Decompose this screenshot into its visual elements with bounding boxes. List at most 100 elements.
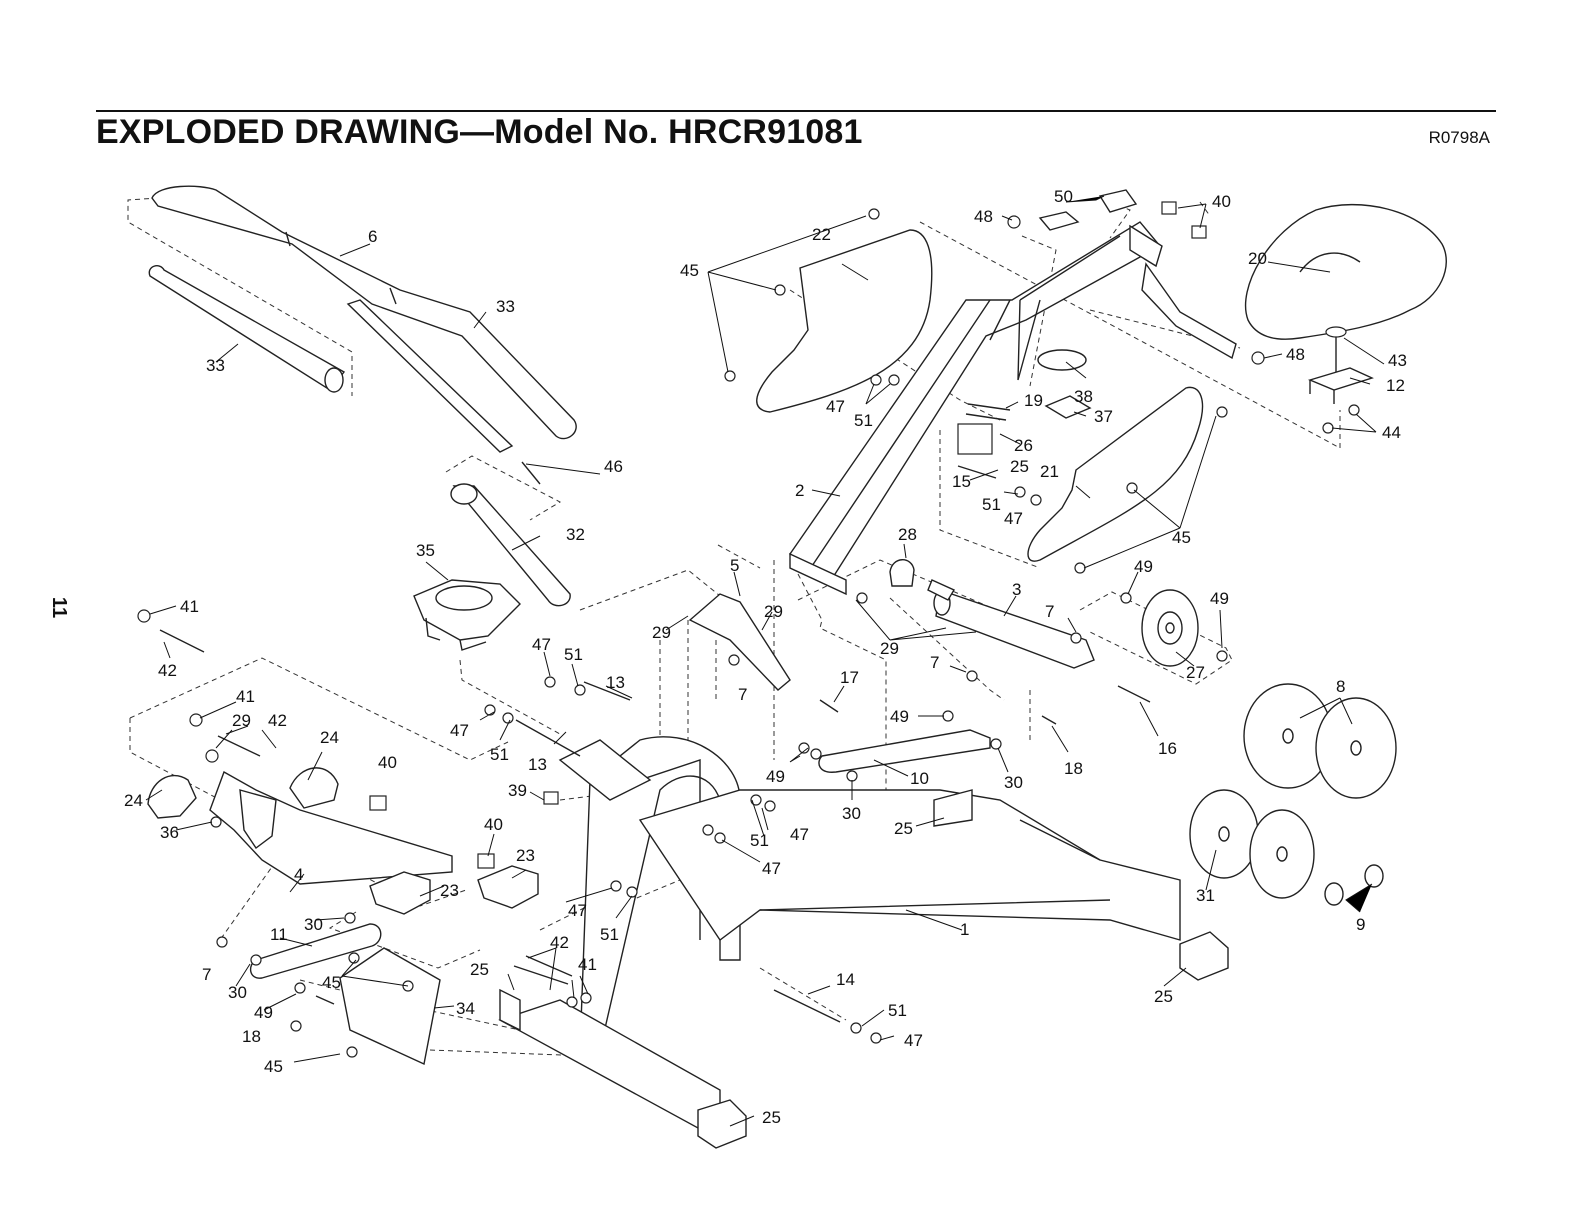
header-rule — [96, 110, 1496, 112]
callout-1: 1 — [960, 920, 969, 939]
callout-22: 22 — [812, 225, 831, 244]
callout-30: 30 — [304, 915, 323, 934]
callout-46: 46 — [604, 457, 623, 476]
callout-49d: 49 — [766, 767, 785, 786]
callout-47e: 47 — [790, 825, 809, 844]
callout-51c: 51 — [854, 411, 873, 430]
callout-47b: 47 — [450, 721, 469, 740]
callout-51f: 51 — [600, 925, 619, 944]
callout-12: 12 — [1386, 376, 1405, 395]
callout-25b: 25 — [1010, 457, 1029, 476]
callout-41c: 41 — [578, 955, 597, 974]
callout-20: 20 — [1248, 249, 1267, 268]
callout-51e: 51 — [750, 831, 769, 850]
callout-48: 48 — [974, 207, 993, 226]
hardware — [137, 189, 1360, 1058]
callout-41: 41 — [180, 597, 199, 616]
callout-6: 6 — [368, 227, 377, 246]
callout-40c: 40 — [484, 815, 503, 834]
callout-51d: 51 — [982, 495, 1001, 514]
callout-49c: 49 — [890, 707, 909, 726]
callout-45: 45 — [680, 261, 699, 280]
callout-51b: 51 — [490, 745, 509, 764]
callout-25: 25 — [894, 819, 913, 838]
callout-26: 26 — [1014, 436, 1033, 455]
callout-4: 4 — [294, 865, 303, 884]
callout-42c: 42 — [550, 933, 569, 952]
callout-19: 19 — [1024, 391, 1043, 410]
callout-42: 42 — [158, 661, 177, 680]
callout-47f: 47 — [762, 859, 781, 878]
callout-23: 23 — [440, 881, 459, 900]
callout-27: 27 — [1186, 663, 1205, 682]
callout-25e: 25 — [762, 1108, 781, 1127]
callout-45b: 45 — [1172, 528, 1191, 547]
callout-48b: 48 — [1286, 345, 1305, 364]
callout-42b: 42 — [268, 711, 287, 730]
callout-30c: 30 — [1004, 773, 1023, 792]
callout-29d: 29 — [880, 639, 899, 658]
callout-51: 51 — [564, 645, 583, 664]
callout-31: 31 — [1196, 886, 1215, 905]
callout-47d: 47 — [1004, 509, 1023, 528]
callout-11: 11 — [270, 925, 288, 944]
callout-44: 44 — [1382, 423, 1401, 442]
callout-10: 10 — [910, 769, 929, 788]
callout-29: 29 — [232, 711, 251, 730]
callout-32: 32 — [566, 525, 585, 544]
callout-7b: 7 — [930, 653, 939, 672]
callout-50: 50 — [1054, 187, 1073, 206]
callout-5: 5 — [730, 556, 739, 575]
callout-45d: 45 — [264, 1057, 283, 1076]
callout-16: 16 — [1158, 739, 1177, 758]
callout-28: 28 — [898, 525, 917, 544]
callout-40: 40 — [1212, 192, 1231, 211]
callout-33: 33 — [496, 297, 515, 316]
callout-34: 34 — [456, 999, 475, 1018]
callout-13b: 13 — [528, 755, 547, 774]
part-callouts: 1 2 3 4 5 6 7 7 7 7 8 9 10 11 12 13 13 1… — [124, 187, 1407, 1127]
callout-40b: 40 — [378, 753, 397, 772]
frame-parts — [147, 185, 1447, 1149]
callout-47g: 47 — [568, 901, 587, 920]
callout-7c: 7 — [738, 685, 747, 704]
callout-47h: 47 — [904, 1031, 923, 1050]
callout-3: 3 — [1012, 580, 1021, 599]
callout-13: 13 — [606, 673, 625, 692]
callout-21: 21 — [1040, 462, 1059, 481]
callout-43: 43 — [1388, 351, 1407, 370]
callout-47c: 47 — [826, 397, 845, 416]
callout-51g: 51 — [888, 1001, 907, 1020]
callout-15: 15 — [952, 472, 971, 491]
leader-lines — [145, 195, 1385, 1127]
callout-24: 24 — [124, 791, 143, 810]
callout-41b: 41 — [236, 687, 255, 706]
callout-18: 18 — [1064, 759, 1083, 778]
callout-24b: 24 — [320, 728, 339, 747]
callout-39: 39 — [508, 781, 527, 800]
callout-35: 35 — [416, 541, 435, 560]
callout-7: 7 — [1045, 602, 1054, 621]
callout-18b: 18 — [242, 1027, 261, 1046]
callout-38: 38 — [1074, 387, 1093, 406]
weight-plates — [1141, 589, 1397, 906]
page-title: EXPLODED DRAWING—Model No. HRCR91081 — [96, 113, 863, 151]
callout-25d: 25 — [470, 960, 489, 979]
callout-7d: 7 — [202, 965, 211, 984]
callout-14: 14 — [836, 970, 855, 989]
callout-37: 37 — [1094, 407, 1113, 426]
callout-29c: 29 — [764, 602, 783, 621]
callout-23b: 23 — [516, 846, 535, 865]
callout-17: 17 — [840, 668, 859, 687]
callout-47: 47 — [532, 635, 551, 654]
callout-33b: 33 — [206, 356, 225, 375]
callout-29b: 29 — [652, 623, 671, 642]
callout-2: 2 — [795, 481, 804, 500]
callout-25c: 25 — [1154, 987, 1173, 1006]
callout-45c: 45 — [322, 973, 341, 992]
callout-30b: 30 — [228, 983, 247, 1002]
callout-8: 8 — [1336, 677, 1345, 696]
callout-49e: 49 — [254, 1003, 273, 1022]
callout-36: 36 — [160, 823, 179, 842]
